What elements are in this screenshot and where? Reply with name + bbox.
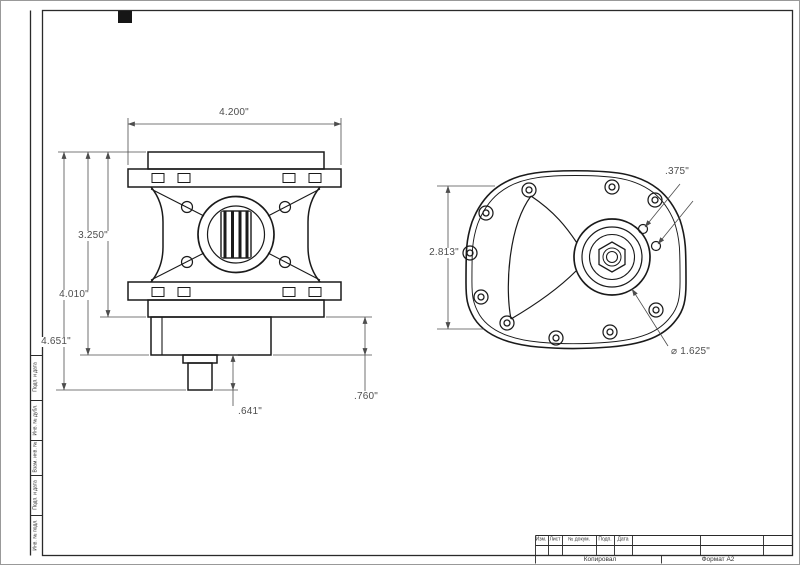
dim-side-stub-length: .641": [238, 406, 263, 417]
revision-col-data: Дата: [617, 536, 629, 543]
dim-side-block-height: 4.010": [57, 289, 91, 300]
dim-side-plate-height: 3.250": [76, 230, 110, 241]
frame-label-0: Подп. и дата: [32, 362, 39, 392]
dim-end-height: 2.813": [427, 247, 461, 258]
dimension-lines-end: [437, 183, 694, 347]
frame-label-1: Инв. № дубл.: [32, 404, 39, 436]
dimension-lines-side: [56, 118, 372, 406]
bolt-icons: [462, 179, 664, 346]
footer-copy-label: Копировал: [583, 556, 617, 563]
revision-col-docnum: № докум.: [568, 536, 590, 543]
dim-side-step-height: .760": [353, 391, 379, 402]
revision-col-podp: Подп.: [598, 536, 612, 543]
pump-side-view: [127, 151, 342, 391]
dim-end-hole-offset: .375": [664, 166, 690, 177]
dim-side-overall-height: 4.651": [39, 336, 73, 347]
gear-teeth: [220, 210, 252, 259]
dim-side-width: 4.200": [219, 107, 249, 118]
frame-label-4: Инв. № подл.: [32, 519, 39, 551]
frame-label-3: Подп. и дата: [32, 480, 39, 510]
revision-col-list: Лист: [549, 536, 561, 543]
frame-label-2: Взам. инв. №: [32, 441, 39, 473]
corner-mark: [118, 11, 132, 23]
dim-end-pilot-diameter: ⌀ 1.625": [671, 346, 710, 357]
revision-col-izm: Изм.: [535, 536, 547, 543]
title-block: [535, 535, 793, 564]
footer-format-label: Формат А2: [701, 556, 735, 563]
port-holes: [637, 223, 662, 252]
pump-end-view: [462, 169, 687, 350]
